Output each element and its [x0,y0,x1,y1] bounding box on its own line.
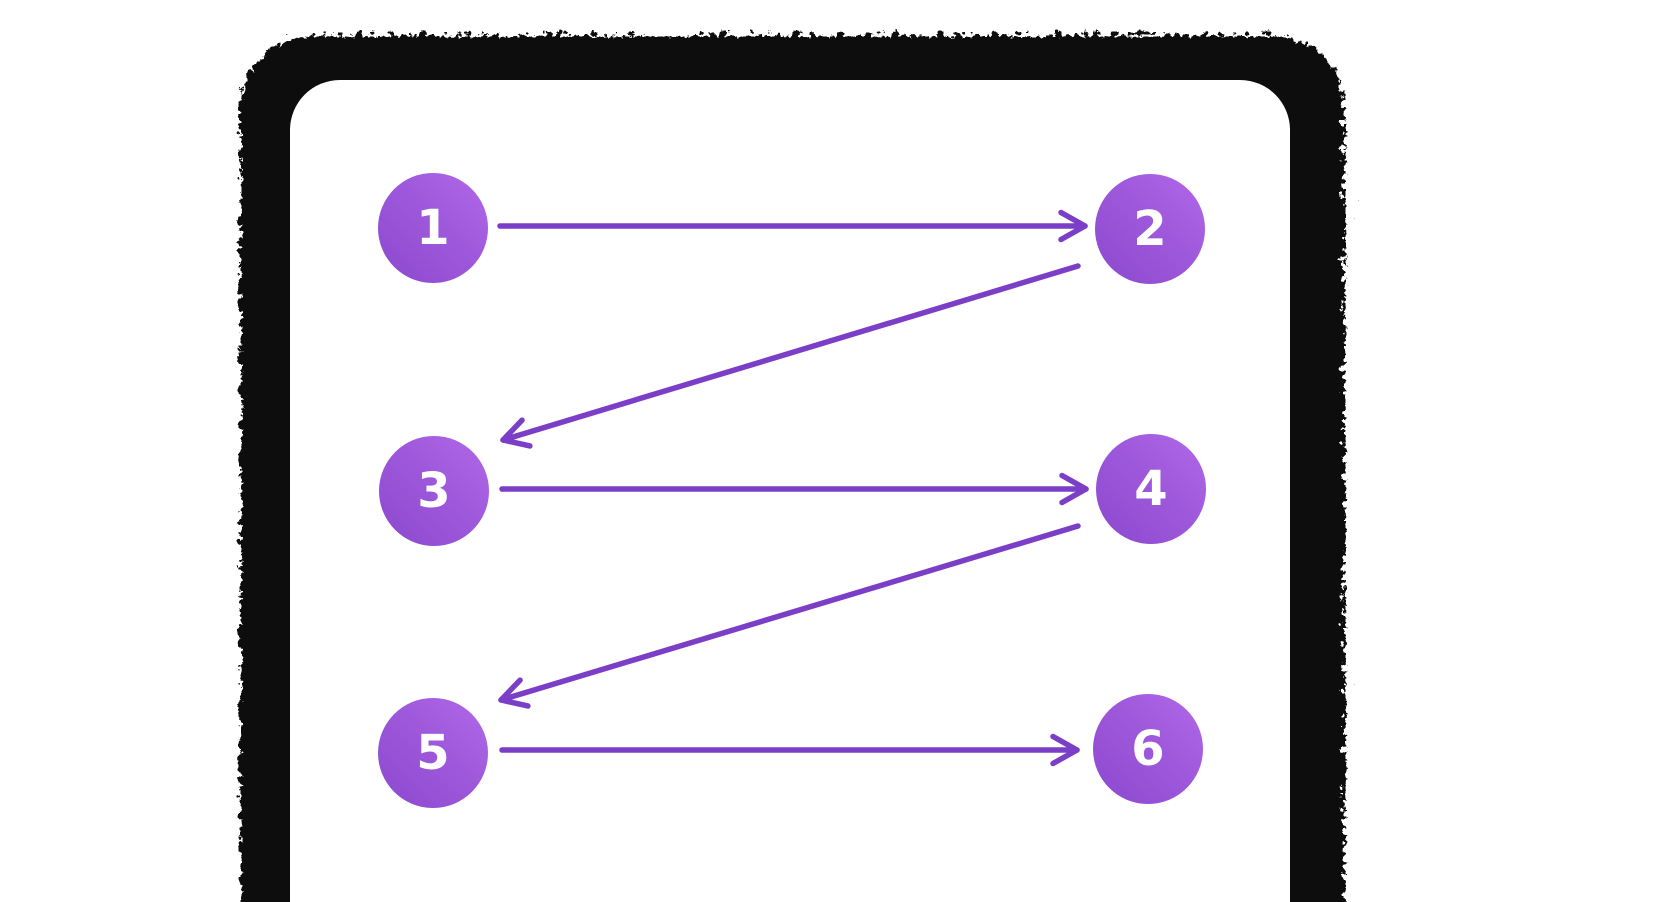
step-node-6-label: 6 [1131,721,1165,777]
step-node-4-label: 4 [1134,461,1168,517]
step-node-2-label: 2 [1133,201,1167,257]
step-node-1: 1 [378,173,488,283]
step-node-2: 2 [1095,174,1205,284]
step-node-6: 6 [1093,694,1203,804]
step-node-1-label: 1 [416,200,450,256]
step-node-5-label: 5 [416,725,450,781]
step-node-3: 3 [379,436,489,546]
step-node-3-label: 3 [417,463,451,519]
step-node-4: 4 [1096,434,1206,544]
arrow-2-3 [500,263,1081,449]
step-node-5: 5 [378,698,488,808]
arrow-4-5 [498,523,1081,709]
